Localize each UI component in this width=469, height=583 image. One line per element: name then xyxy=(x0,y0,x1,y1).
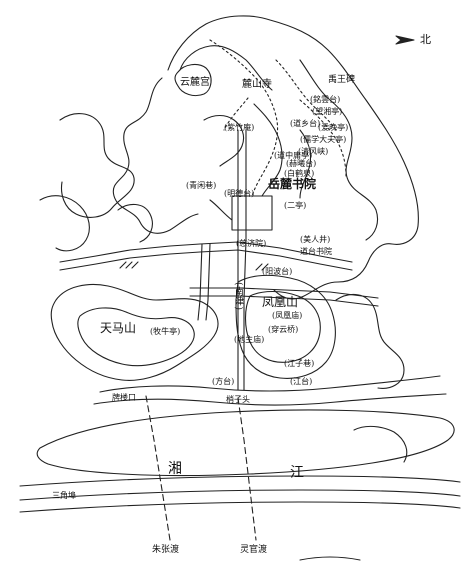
label-lutai: (紫竹庵) xyxy=(224,123,255,132)
contour-right-ridge xyxy=(299,59,379,241)
hatch-1 xyxy=(119,261,139,269)
riverbank-1 xyxy=(19,475,461,487)
label-quanjing: 道台书院 xyxy=(300,247,332,256)
road-main-2 xyxy=(243,129,247,391)
north-arrow-icon xyxy=(395,35,415,45)
label-dizhu: (地主庙) xyxy=(234,335,265,344)
label-qiu: (牧牛亭) xyxy=(150,327,181,336)
hatch-2 xyxy=(255,263,269,271)
contour-east xyxy=(335,293,405,389)
label-xiaozhou: (道乡台) xyxy=(290,119,321,128)
road-left xyxy=(197,243,203,321)
label-mindeng: (明德台) xyxy=(224,189,255,198)
label-fangtai: (方台) xyxy=(212,377,235,386)
label-ferry-right: 灵官渡 xyxy=(240,545,268,555)
label-yinbai: (銘雲台) xyxy=(310,95,341,104)
label-qinglan: (青闲巷) xyxy=(186,181,217,190)
fenghuang-contour-outer xyxy=(235,274,336,379)
yunlugong-outline xyxy=(174,63,212,97)
contour-upper-left xyxy=(112,77,199,234)
contour-west xyxy=(59,113,135,218)
label-meiqi: (美人井) xyxy=(300,235,331,244)
label-fengshan: (凤凰庙) xyxy=(272,311,303,320)
contour-west-2 xyxy=(39,195,90,252)
north-label: 北 xyxy=(420,33,431,46)
contour-inner-1 xyxy=(179,45,273,91)
label-taohua: (清风峡) xyxy=(298,147,329,156)
tianma-contour-inner xyxy=(77,307,195,367)
label-tianma: 天马山 xyxy=(100,321,137,335)
hatch-3 xyxy=(299,556,361,561)
ferry-route-left xyxy=(145,395,171,541)
label-shanshen: (爱晚亭) xyxy=(318,123,349,132)
shoreline xyxy=(99,375,441,393)
riverbank-3 xyxy=(19,501,461,513)
label-taohua2: (赫曦台) xyxy=(286,159,317,168)
road-lower xyxy=(189,287,379,299)
label-xiangxiang: (道中庸亭) xyxy=(274,151,313,160)
label-jiangtai: (江台) xyxy=(290,377,313,386)
label-yuwang: 禹王碑 xyxy=(328,75,356,85)
ferry-route-right xyxy=(237,397,257,541)
road-horizontal-2 xyxy=(59,249,353,271)
label-lushansi: 麓山寺 xyxy=(242,79,272,90)
trail-4 xyxy=(223,97,249,131)
road-left-2 xyxy=(205,243,211,321)
island-outline xyxy=(36,409,455,477)
label-yujing: (儒学大夫亭) xyxy=(300,135,347,144)
trail-2 xyxy=(275,59,337,131)
label-wharf: 三角埠 xyxy=(52,491,76,500)
label-pier-right: 梢子头 xyxy=(226,395,250,404)
contour-east-2 xyxy=(353,425,408,463)
label-ciji: (慈济院) xyxy=(236,239,267,248)
label-fenghuang: 凤凰山 xyxy=(262,295,299,309)
label-jiangzi: (江子巷) xyxy=(284,359,315,368)
label-baihe: (白鹤泉) xyxy=(284,169,315,178)
label-yunlugong: 云麓宫 xyxy=(180,77,210,88)
trail-3 xyxy=(299,99,347,177)
label-pier-left: 牌楼口 xyxy=(112,393,136,402)
contour-inner-2 xyxy=(253,103,283,197)
contour-outer xyxy=(167,15,419,300)
label-wangxiang: (望湘亭) xyxy=(312,107,343,116)
label-yangbo: (阳波台) xyxy=(262,267,293,276)
label-chuanyin: (穿云桥) xyxy=(268,325,299,334)
tianma-contour-outer xyxy=(50,283,219,381)
label-ferry-left: 朱张渡 xyxy=(152,545,180,555)
contour-inner-4 xyxy=(299,129,312,199)
road-lower-2 xyxy=(189,295,379,307)
label-zhuanyu: (二亭) xyxy=(284,201,307,210)
academy-wall xyxy=(231,195,273,231)
academy-path xyxy=(209,199,233,221)
label-river-xiang: 湘 xyxy=(168,461,182,477)
road-horizontal xyxy=(59,241,353,263)
riverbank-2 xyxy=(19,489,461,501)
label-road: (南津) xyxy=(233,282,243,312)
contour-inner-3 xyxy=(203,114,245,167)
label-river-jiang: 江 xyxy=(290,465,304,481)
shoreline-2 xyxy=(93,393,447,406)
fenghuang-contour-inner xyxy=(244,290,321,363)
contour-west-3 xyxy=(117,203,153,243)
trail-1 xyxy=(209,39,279,197)
label-yuelu-academy: 岳麓书院 xyxy=(268,177,317,191)
